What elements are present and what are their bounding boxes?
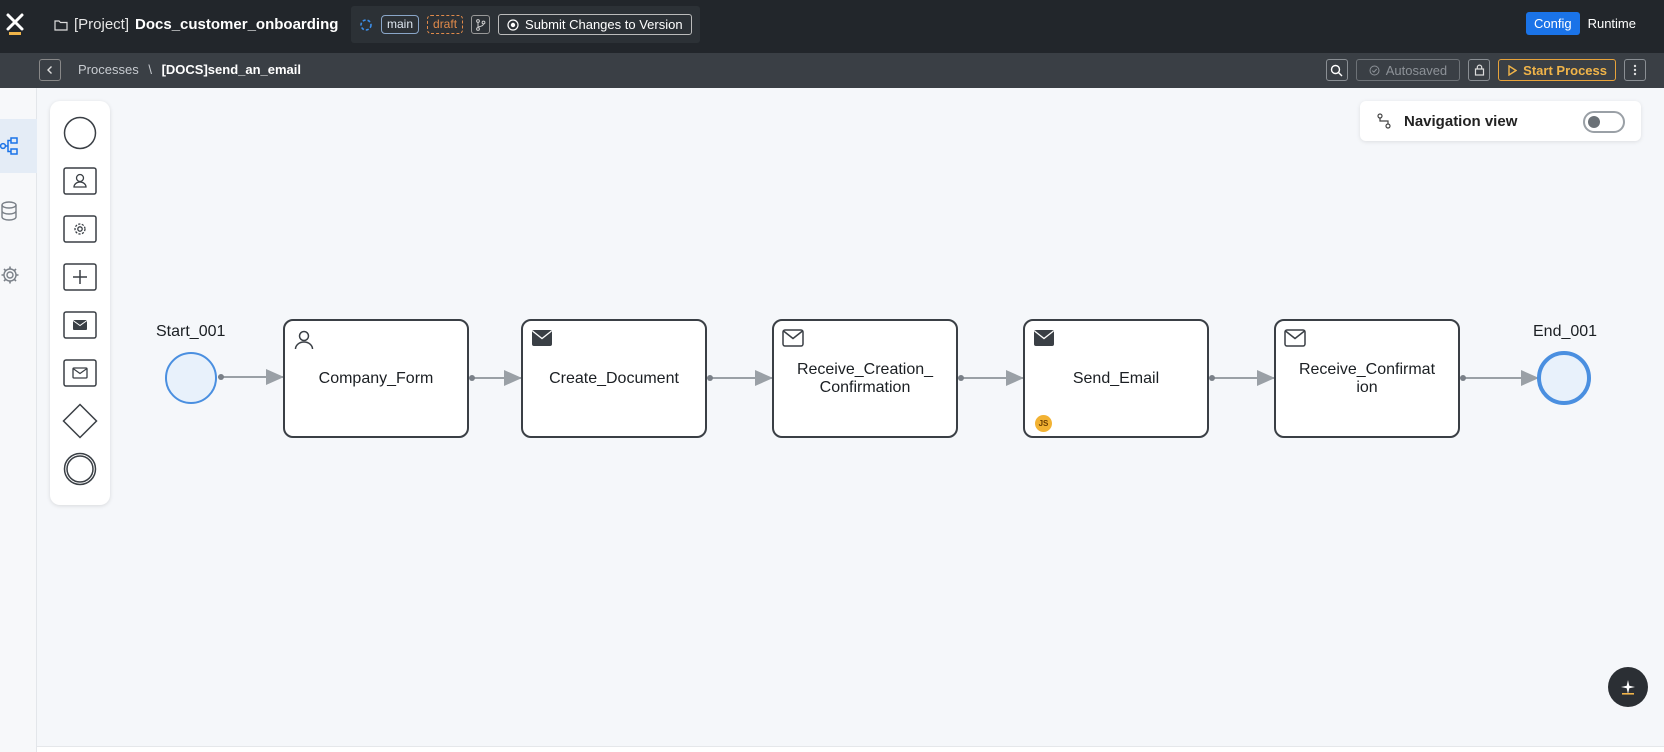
route-icon xyxy=(1377,113,1391,129)
breadcrumb-current: [DOCS]send_an_email xyxy=(161,62,302,77)
play-icon xyxy=(1508,64,1518,76)
envelope-outline-icon xyxy=(782,329,804,347)
breadcrumb-processes[interactable]: Processes xyxy=(78,62,139,77)
service-task-icon xyxy=(63,215,97,243)
branch-icon[interactable] xyxy=(471,15,491,34)
navigation-view-toggle[interactable] xyxy=(1583,111,1625,133)
start-event-icon xyxy=(63,116,97,150)
autosave-status: Autosaved xyxy=(1355,59,1461,81)
envelope-filled-icon xyxy=(1034,330,1054,346)
mode-switch: Config Runtime xyxy=(1526,12,1644,35)
task-label: Receive_Confirmat ion xyxy=(1298,360,1436,396)
rail-item-settings[interactable] xyxy=(0,248,37,302)
lock-icon xyxy=(1474,64,1484,76)
version-bar: main draft Submit Changes to Version xyxy=(351,6,700,43)
bottom-edge xyxy=(37,746,1664,752)
toolbar: Autosaved Start Process xyxy=(1325,59,1646,81)
branch-badge[interactable]: main xyxy=(381,15,420,34)
envelope-filled-icon xyxy=(63,311,97,339)
start-process-label: Start Process xyxy=(1523,62,1607,78)
navigation-view-label: Navigation view xyxy=(1404,112,1518,130)
task-receive-confirmation[interactable]: Receive_Confirmat ion xyxy=(1274,319,1460,438)
runtime-mode-button[interactable]: Runtime xyxy=(1587,16,1636,31)
task-label: Send_Email xyxy=(1072,369,1160,387)
task-send-email[interactable]: Send_Email JS xyxy=(1023,319,1209,438)
user-task-icon xyxy=(63,167,97,195)
back-button[interactable] xyxy=(39,59,61,81)
folder-icon xyxy=(54,19,68,31)
start-process-button[interactable]: Start Process xyxy=(1498,59,1616,81)
task-label: Company_Form xyxy=(318,369,434,387)
plus-box-icon xyxy=(63,263,97,291)
start-event-label: Start_001 xyxy=(156,323,226,340)
status-badge: draft xyxy=(427,15,464,34)
navigation-view-panel: Navigation view xyxy=(1360,101,1641,141)
task-create-document[interactable]: Create_Document xyxy=(521,319,707,438)
process-diagram-icon xyxy=(0,137,18,155)
end-event-label: End_001 xyxy=(1533,323,1598,340)
rail-item-process-diagram[interactable] xyxy=(0,119,37,173)
database-icon xyxy=(1,201,17,221)
lock-button[interactable] xyxy=(1468,59,1491,81)
palette-exclusive-gateway[interactable] xyxy=(62,403,98,439)
more-vertical-icon xyxy=(1633,64,1637,76)
palette-user-task[interactable] xyxy=(62,163,98,199)
palette-subprocess[interactable] xyxy=(62,259,98,295)
submit-label: Submit Changes to Version xyxy=(525,17,683,32)
record-icon xyxy=(507,18,519,31)
user-icon xyxy=(294,330,314,350)
config-mode-button[interactable]: Config xyxy=(1526,12,1580,35)
task-receive-creation-confirmation[interactable]: Receive_Creation_ Confirmation xyxy=(772,319,958,438)
ai-assistant-button[interactable] xyxy=(1608,667,1648,707)
check-circle-icon xyxy=(1369,65,1380,75)
project-name: Docs_customer_onboarding xyxy=(135,16,339,33)
more-options-button[interactable] xyxy=(1624,59,1646,81)
search-icon xyxy=(1331,64,1343,76)
app-logo-icon[interactable] xyxy=(4,12,26,36)
end-event-shape[interactable] xyxy=(1537,351,1591,405)
sparkle-icon xyxy=(1621,680,1635,695)
project-title[interactable]: [Project] Docs_customer_onboarding xyxy=(54,16,338,33)
palette-end-event[interactable] xyxy=(62,451,98,487)
submit-changes-button[interactable]: Submit Changes to Version xyxy=(498,14,692,35)
top-bar: [Project] Docs_customer_onboarding main … xyxy=(0,0,1664,53)
project-prefix: [Project] xyxy=(74,16,130,33)
envelope-outline-icon xyxy=(63,359,97,387)
search-button[interactable] xyxy=(1325,59,1348,81)
breadcrumb: Processes \ [DOCS]send_an_email xyxy=(78,62,301,77)
start-event-shape[interactable] xyxy=(165,352,217,404)
palette-send-message-task[interactable] xyxy=(62,307,98,343)
element-palette xyxy=(50,101,110,505)
envelope-outline-icon xyxy=(1284,329,1306,347)
sync-status-icon xyxy=(360,18,372,31)
palette-receive-message-task[interactable] xyxy=(62,355,98,391)
palette-service-task[interactable] xyxy=(62,211,98,247)
sub-bar: Processes \ [DOCS]send_an_email Autosave… xyxy=(0,53,1664,88)
left-rail xyxy=(0,88,37,752)
diamond-icon xyxy=(62,403,98,439)
task-label: Create_Document xyxy=(549,369,679,387)
palette-start-event[interactable] xyxy=(62,115,98,151)
rail-item-data-model[interactable] xyxy=(0,184,37,238)
task-company-form[interactable]: Company_Form xyxy=(283,319,469,438)
chevron-left-icon xyxy=(47,66,52,74)
end-event-icon xyxy=(63,452,97,486)
autosave-label: Autosaved xyxy=(1385,62,1448,78)
envelope-filled-icon xyxy=(532,330,552,346)
task-label: Receive_Creation_ Confirmation xyxy=(796,360,934,396)
breadcrumb-separator: \ xyxy=(148,62,152,77)
javascript-badge: JS xyxy=(1035,415,1052,432)
gear-icon xyxy=(1,266,19,284)
